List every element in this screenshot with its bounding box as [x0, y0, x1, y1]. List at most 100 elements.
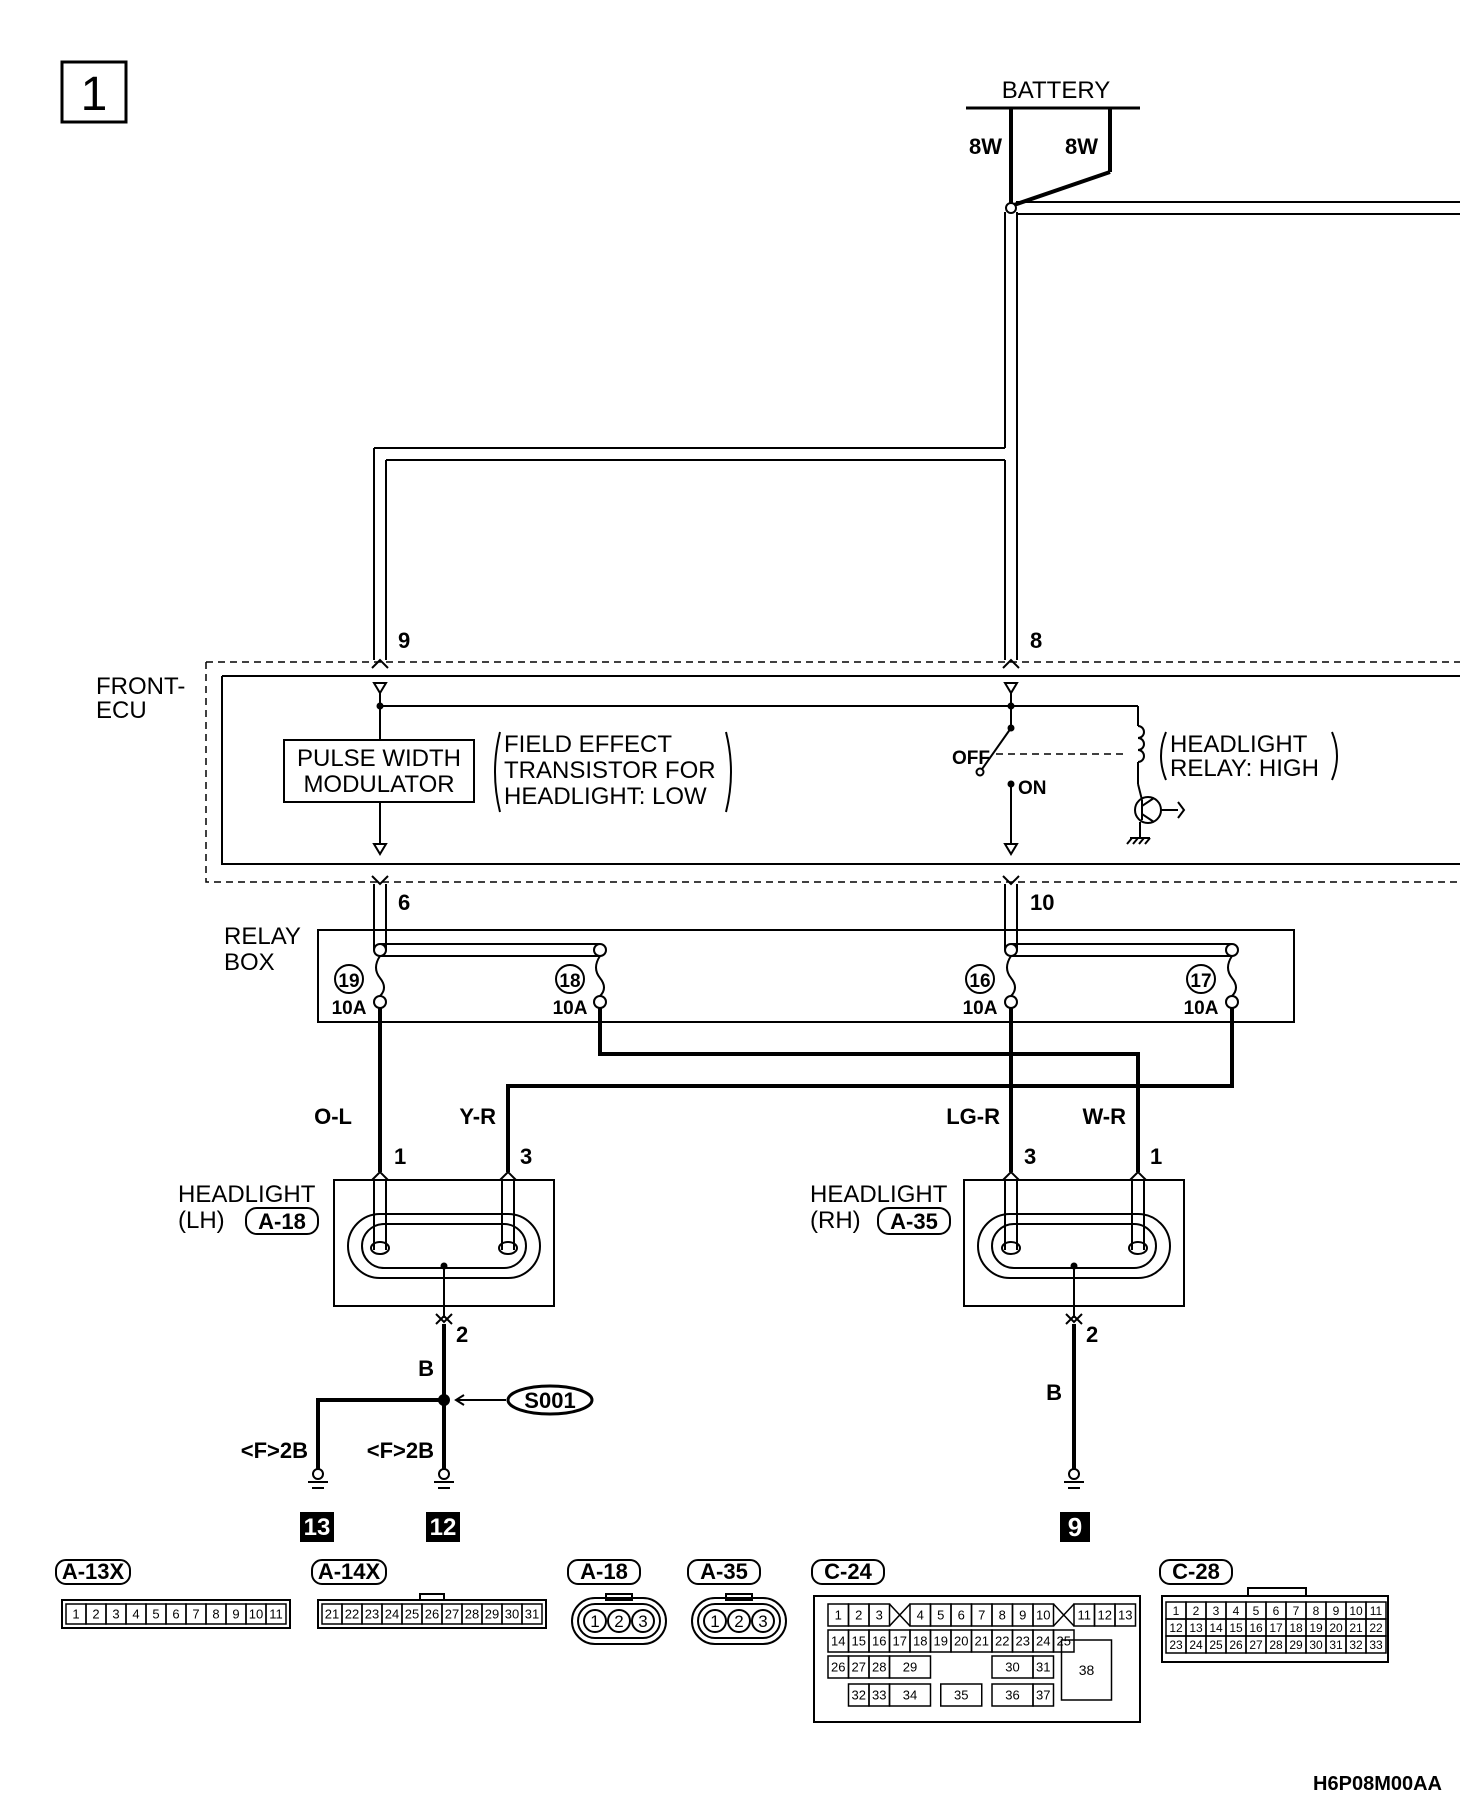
- connector-c24-pin-37-label: 37: [1036, 1688, 1050, 1703]
- connector-c24-pin-6-label: 6: [958, 1608, 965, 1623]
- connector-c24-pin-25-label: 25: [1057, 1634, 1071, 1649]
- fuse-16-rating: 10A: [963, 998, 998, 1019]
- connector-a18-2-pin: [607, 1609, 631, 1633]
- pwm-label-2: MODULATOR: [303, 771, 454, 798]
- connector-c24-pin-26-label: 26: [831, 1660, 845, 1675]
- page-number-box: 1: [60, 60, 128, 124]
- wire-yr: Y-R: [459, 1104, 496, 1129]
- connector-c28-pin-5-label: 5: [1253, 1604, 1260, 1618]
- headlight-rh-label-2: (RH): [810, 1207, 861, 1234]
- connector-c28-pin-32-label: 32: [1349, 1638, 1363, 1652]
- connector-a13x-pin-11-cell: [265, 1603, 287, 1625]
- connector-c28-pin-11-label: 11: [1370, 1604, 1383, 1618]
- connector-a35-3-pin: [751, 1609, 775, 1633]
- connector-c28-pin-3-label: 3: [1213, 1604, 1220, 1618]
- connector-a35-3-pin-label: 3: [758, 1612, 767, 1631]
- connector-c28-pin-17-label: 17: [1269, 1621, 1283, 1635]
- connector-c24-pin-31-label: 31: [1036, 1660, 1050, 1675]
- splice-s001: S001: [524, 1388, 575, 1413]
- connector-c24-pin-11-label: 11: [1078, 1608, 1092, 1623]
- connector-a18-1-pin-label: 1: [590, 1612, 599, 1631]
- headlight-lh-pin-2: 2: [456, 1322, 468, 1347]
- connector-a13x-pin-8-label: 8: [212, 1607, 219, 1622]
- connector-a14x-pin-22-label: 22: [345, 1607, 359, 1622]
- headlight-rh: HEADLIGHT (RH) A-35 3 1 2: [810, 1144, 1185, 1347]
- connector-c24-pin-16-label: 16: [872, 1634, 886, 1649]
- connector-c24-pin-32-label: 32: [852, 1688, 866, 1703]
- wire-lgr: LG-R: [946, 1104, 1000, 1129]
- supply-wires: 9 8: [371, 201, 1460, 669]
- connector-a13x-pin-1-label: 1: [72, 1607, 79, 1622]
- connector-c28-pin-18-label: 18: [1289, 1621, 1303, 1635]
- connector-a14x-pin-30-label: 30: [505, 1607, 519, 1622]
- ground-13-label: 13: [304, 1514, 331, 1541]
- ground-9: 9: [1060, 1468, 1090, 1542]
- connector-c24-blank: [1052, 1603, 1075, 1627]
- headlight-lh-pin-1: 1: [394, 1144, 406, 1169]
- switch-off-label: OFF: [952, 748, 990, 769]
- connector-c24-pin-29-cell: [888, 1655, 932, 1679]
- connector-c24-name: C-24: [824, 1559, 872, 1584]
- connector-c28-pin-9-label: 9: [1333, 1604, 1340, 1618]
- connector-c24-pin-13-label: 13: [1118, 1608, 1132, 1623]
- relay-label-1: HEADLIGHT: [1170, 731, 1308, 758]
- connector-a13x-pin-7-label: 7: [192, 1607, 199, 1622]
- connector-c24-pin-5-label: 5: [937, 1608, 944, 1623]
- connector-c24-pin-38-cell: [1060, 1639, 1113, 1701]
- connector-c24-pin-4-label: 4: [917, 1608, 924, 1623]
- connector-c24-pin-37-cell: [1032, 1683, 1055, 1707]
- connector-c28-pin-12-label: 12: [1169, 1621, 1183, 1635]
- ground-9-label: 9: [1068, 1512, 1082, 1542]
- battery-label: BATTERY: [1002, 77, 1110, 104]
- ecu-output-wires: 6 10: [371, 875, 1054, 950]
- connector-a13x-pin-9-label: 9: [232, 1607, 239, 1622]
- connector-c28-pin-31-label: 31: [1329, 1638, 1343, 1652]
- relay-box-label-2: BOX: [224, 949, 275, 976]
- connector-a13x-pin-6-label: 6: [172, 1607, 179, 1622]
- connector-a13x-pin-5-label: 5: [152, 1607, 159, 1622]
- connector-c24-pin-21-label: 21: [975, 1634, 989, 1649]
- connector-c24-pin-38-label: 38: [1079, 1662, 1095, 1678]
- relay-box: RELAY BOX 19 10A 18 10A 16: [224, 923, 1295, 1023]
- connector-c24-pin-1-label: 1: [835, 1608, 842, 1623]
- connector-a13x-pin-11-label: 11: [269, 1607, 283, 1622]
- wire-wr: W-R: [1082, 1104, 1126, 1129]
- connector-a14x-pin-28-label: 28: [465, 1607, 479, 1622]
- connector-c28-pin-20-label: 20: [1329, 1621, 1343, 1635]
- connector-a13x-pin-3-label: 3: [112, 1607, 119, 1622]
- connector-c24-pin-12-label: 12: [1098, 1608, 1112, 1623]
- fuse-18: 18 10A: [553, 943, 607, 1019]
- fet-label-2: TRANSISTOR FOR: [504, 757, 716, 784]
- wire-gnd-label-a: <F>2B: [241, 1438, 308, 1463]
- connector-a35-1-pin: [703, 1609, 727, 1633]
- connector-c24-pin-22-label: 22: [995, 1634, 1009, 1649]
- headlight-lh-label-2: (LH): [178, 1207, 225, 1234]
- connector-a14x-pin-31-cell: [521, 1603, 543, 1625]
- pwm-label-1: PULSE WIDTH: [297, 745, 461, 772]
- connector-c28-pin-2-label: 2: [1193, 1604, 1200, 1618]
- connector-c28-pin-1-label: 1: [1173, 1604, 1180, 1618]
- connector-c24-pin-19-label: 19: [934, 1634, 948, 1649]
- battery-wire-label-left: 8W: [969, 134, 1002, 159]
- connector-c28-pin-26-label: 26: [1229, 1638, 1243, 1652]
- headlight-lh-label-1: HEADLIGHT: [178, 1181, 316, 1208]
- connector-a14x-pin-27-label: 27: [445, 1607, 459, 1622]
- connector-c24-pin-9-label: 9: [1019, 1608, 1026, 1623]
- connector-a35-2-pin-label: 2: [734, 1612, 743, 1631]
- connector-c28-pin-6-label: 6: [1273, 1604, 1280, 1618]
- page-number: 1: [81, 68, 108, 121]
- connector-c28-pin-30-label: 30: [1309, 1638, 1323, 1652]
- connector-c28-pin-13-label: 13: [1189, 1621, 1203, 1635]
- connector-c28-pin-28-label: 28: [1269, 1638, 1283, 1652]
- fuse-16-number: 16: [969, 971, 990, 992]
- connector-a18-3-pin-label: 3: [638, 1612, 647, 1631]
- connector-c24-pin-28-label: 28: [872, 1660, 886, 1675]
- connector-c24-blank: [888, 1603, 911, 1627]
- connector-c24-pin-34-cell: [888, 1683, 932, 1707]
- connector-c24-pin-10-label: 10: [1036, 1608, 1050, 1623]
- connector-a18-3-pin: [631, 1609, 655, 1633]
- fuse-19-rating: 10A: [332, 998, 367, 1019]
- front-ecu: FRONT- ECU PULSE WIDTH MODULATOR FIELD E…: [96, 661, 1460, 883]
